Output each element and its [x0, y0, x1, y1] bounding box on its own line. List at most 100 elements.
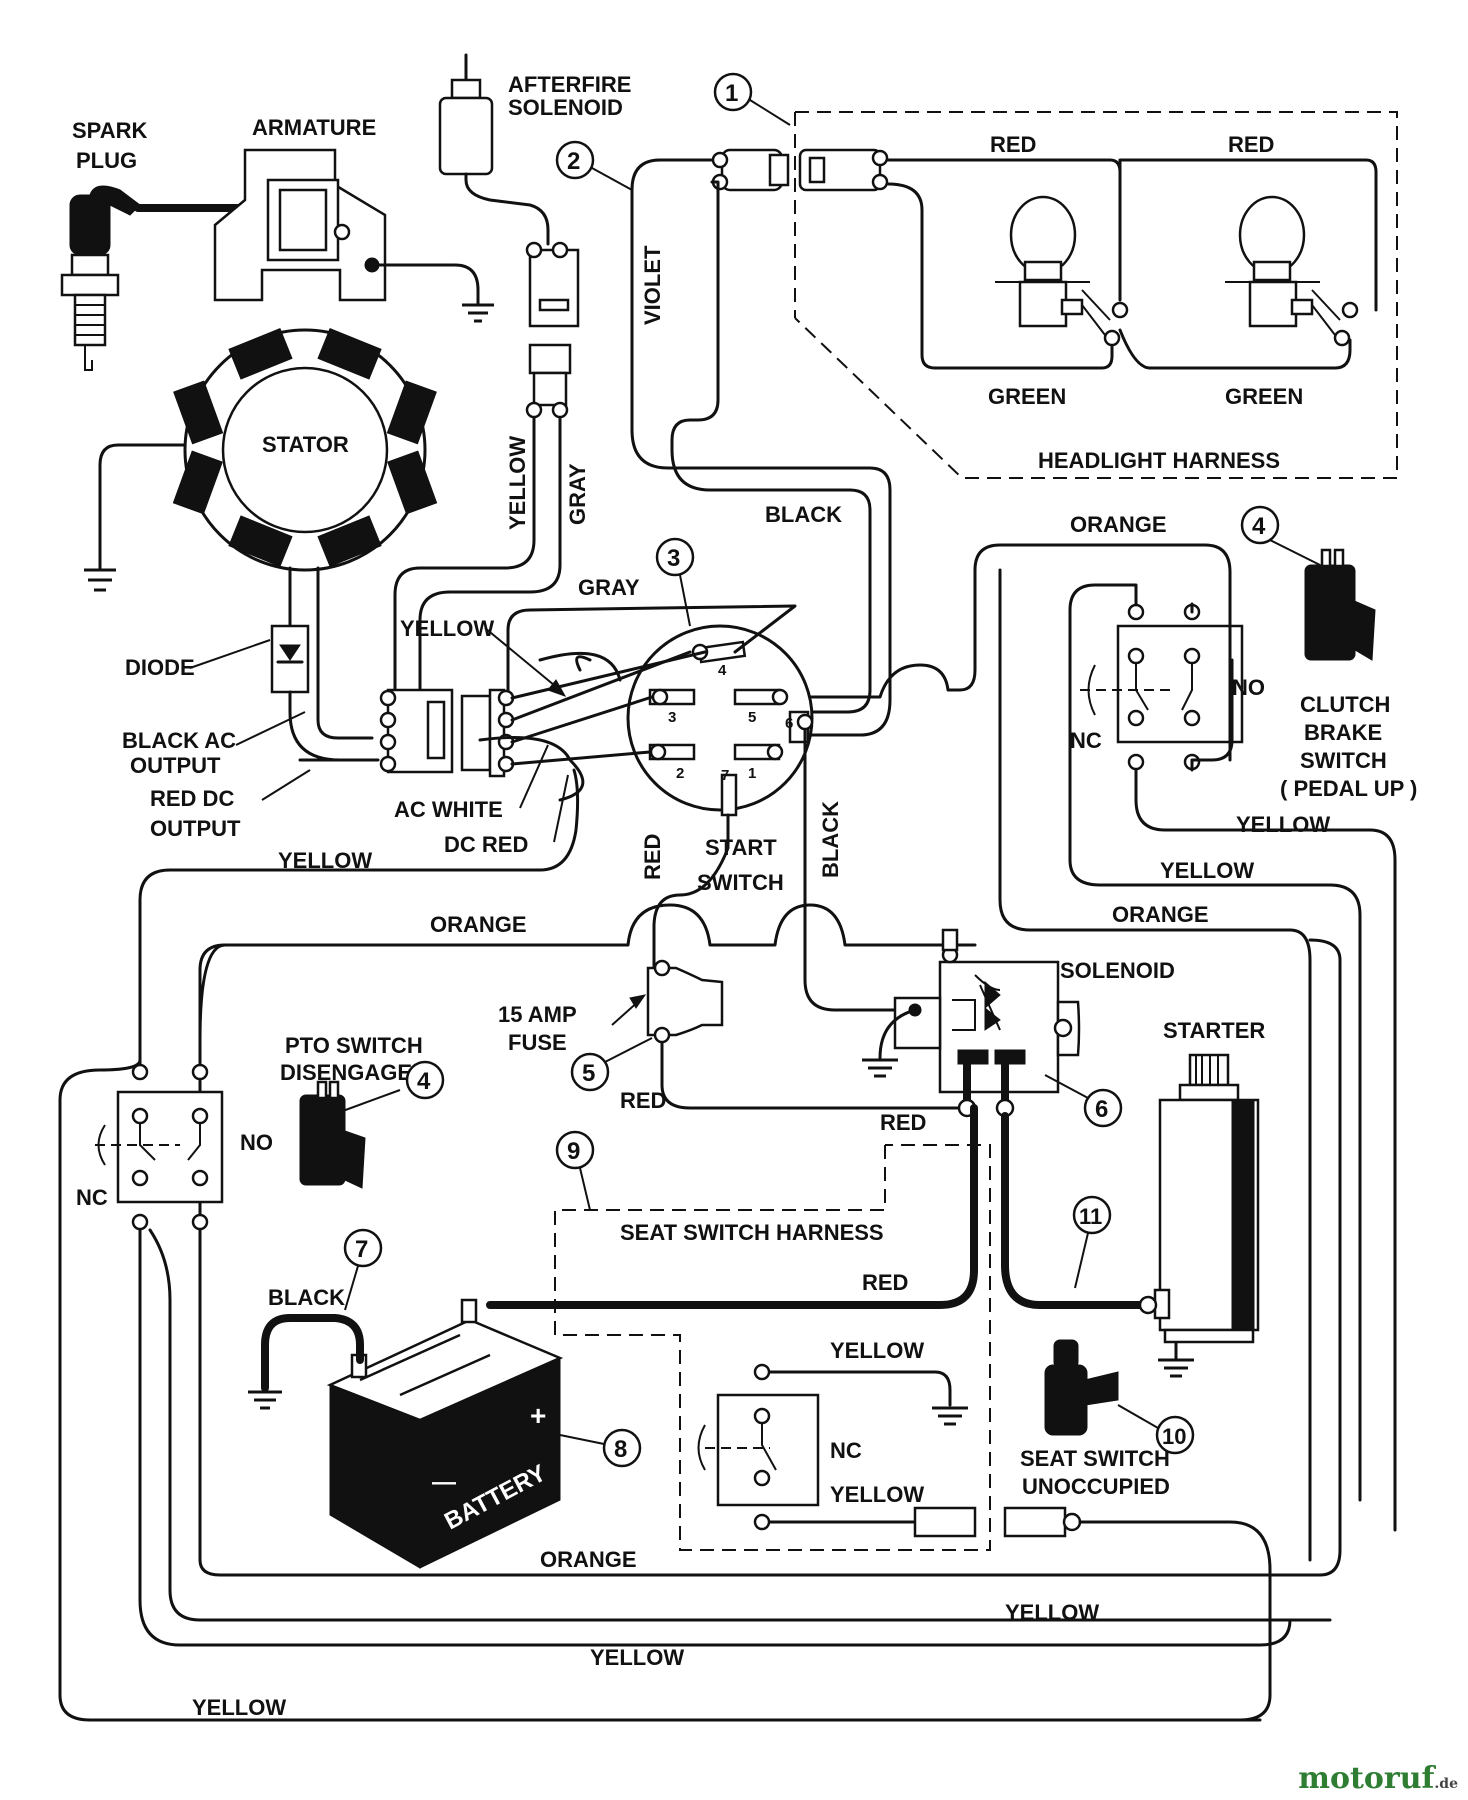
clutch-label-2: BRAKE	[1304, 720, 1382, 745]
seat-switch-label-2: UNOCCUPIED	[1022, 1474, 1170, 1499]
svg-text:2: 2	[567, 148, 580, 175]
callout-7: 7	[343, 1228, 383, 1311]
pin-7: 7	[721, 767, 729, 784]
fuse-label-2: FUSE	[508, 1030, 567, 1055]
callout-8: 8	[559, 1428, 642, 1468]
wire-label-red-solenoid: RED	[880, 1110, 926, 1135]
diode: DIODE	[125, 566, 374, 762]
stator: STATOR	[172, 328, 438, 572]
svg-text:6: 6	[1095, 1096, 1108, 1123]
armature: ARMATURE	[213, 115, 387, 302]
pin-4: 4	[718, 662, 727, 679]
wire-label-orange-clutch: ORANGE	[1112, 902, 1209, 927]
wire-label-yellow-start: YELLOW	[400, 616, 494, 641]
seat-switch-harness: SEAT SWITCH HARNESS YELLOW YELLOW NC	[554, 1144, 991, 1551]
clutch-label-4: ( PEDAL UP )	[1280, 776, 1417, 801]
seat-switch-icon: SEAT SWITCH UNOCCUPIED	[1020, 1339, 1170, 1499]
clutch-nc-label: NC	[1070, 728, 1102, 753]
armature-label: ARMATURE	[252, 115, 376, 140]
callout-3: 3	[655, 537, 695, 627]
watermark-name: motoruf	[1298, 1761, 1435, 1796]
wire-label-black-battery: BLACK	[268, 1285, 345, 1310]
wire-label-red-2: RED	[1228, 132, 1274, 157]
callout-10: 10	[1117, 1404, 1195, 1455]
pin-6: 6	[785, 715, 793, 732]
pto-label-2: DISENGAGED	[280, 1060, 428, 1085]
pin-2: 2	[676, 765, 684, 782]
battery-minus: —	[432, 1469, 456, 1496]
wire-label-black-start: BLACK	[818, 801, 843, 878]
ground-symbol	[462, 303, 494, 323]
callouts: 1 2 3 4 4 5 6	[343, 72, 1321, 1468]
svg-text:10: 10	[1162, 1424, 1186, 1449]
wire-label-gray-solenoid: GRAY	[565, 463, 590, 525]
wire-label-yellow-clutch-1: YELLOW	[1236, 812, 1330, 837]
callout-9: 9	[555, 1130, 595, 1211]
wire-label-violet: VIOLET	[640, 245, 665, 325]
wire-label-yellow-bottom-2: YELLOW	[590, 1645, 684, 1670]
svg-text:4: 4	[1252, 513, 1266, 540]
wire-label-orange-top: ORANGE	[1070, 512, 1167, 537]
starter: STARTER	[1138, 1018, 1265, 1344]
start-switch: 4 3 5 6 2 1 7 START SWITCH	[626, 624, 814, 895]
clutch-brake-switch: NO NC	[1070, 603, 1265, 771]
spark-plug-label-2: PLUG	[76, 148, 137, 173]
svg-text:11: 11	[1079, 1204, 1102, 1229]
svg-text:4: 4	[417, 1068, 431, 1095]
afterfire-solenoid-label-2: SOLENOID	[508, 95, 623, 120]
diode-label: DIODE	[125, 655, 195, 680]
battery: + — BATTERY	[326, 1298, 564, 1569]
fuse-label-1: 15 AMP	[498, 1002, 577, 1027]
wire-label-yellow-bottom-3: YELLOW	[192, 1695, 286, 1720]
black-ac-output-label-1: BLACK AC	[122, 728, 236, 753]
start-switch-label-2: SWITCH	[697, 870, 784, 895]
headlight-harness: RED RED GREEN GREEN HEADLIGHT HARNESS	[794, 111, 1398, 479]
spark-plug-label-1: SPARK	[72, 118, 147, 143]
wire-label-yellow-solenoid: YELLOW	[505, 436, 530, 530]
headlight-bulb-2	[1225, 195, 1359, 347]
starter-label: STARTER	[1163, 1018, 1265, 1043]
seat-harness-label: SEAT SWITCH HARNESS	[620, 1220, 884, 1245]
clutch-label-1: CLUTCH	[1300, 692, 1390, 717]
pto-switch: NO NC	[76, 1063, 273, 1231]
clutch-no-label: NO	[1232, 675, 1265, 700]
pin-5: 5	[748, 709, 756, 726]
stator-connector	[379, 688, 454, 774]
fuse: 15 AMP FUSE	[498, 959, 724, 1055]
watermark-tld: .de	[1434, 1776, 1458, 1792]
afterfire-solenoid-label-1: AFTERFIRE	[508, 72, 631, 97]
callout-11: 11	[1072, 1195, 1112, 1289]
wire-label-gray-start: GRAY	[578, 575, 640, 600]
svg-text:9: 9	[567, 1138, 580, 1165]
callout-4b: 4	[405, 1060, 445, 1100]
callout-4a: 4	[1240, 505, 1321, 566]
wire-label-green-1: GREEN	[988, 384, 1066, 409]
solenoid: SOLENOID	[893, 928, 1175, 1094]
wire-label-yellow-bottom-1: YELLOW	[1005, 1600, 1099, 1625]
harness-plug	[711, 148, 790, 192]
pin-3: 3	[668, 709, 676, 726]
wire-label-red-fuse: RED	[620, 1088, 666, 1113]
svg-text:3: 3	[667, 545, 680, 572]
callout-6: 6	[1044, 1074, 1123, 1128]
stator-label: STATOR	[262, 432, 349, 457]
wire-label-orange-mid: ORANGE	[430, 912, 527, 937]
svg-text:5: 5	[582, 1060, 595, 1087]
red-dc-output-label-2: OUTPUT	[150, 816, 241, 841]
callout-5: 5	[570, 1037, 653, 1092]
wire-label-orange-bottom: ORANGE	[540, 1547, 637, 1572]
svg-text:7: 7	[355, 1236, 368, 1263]
solenoid-label: SOLENOID	[1060, 958, 1175, 983]
pto-no-label: NO	[240, 1130, 273, 1155]
pto-label-1: PTO SWITCH	[285, 1033, 423, 1058]
seat-nc-label: NC	[830, 1438, 862, 1463]
clutch-label-3: SWITCH	[1300, 748, 1387, 773]
seat-switch-label-1: SEAT SWITCH	[1020, 1446, 1170, 1471]
ac-white-label: AC WHITE	[394, 797, 503, 822]
start-switch-label-1: START	[705, 835, 777, 860]
start-switch-plug	[460, 688, 515, 778]
svg-text:8: 8	[614, 1436, 627, 1463]
headlight-harness-label: HEADLIGHT HARNESS	[1038, 448, 1280, 473]
wire-label-yellow-clutch-2: YELLOW	[1160, 858, 1254, 883]
